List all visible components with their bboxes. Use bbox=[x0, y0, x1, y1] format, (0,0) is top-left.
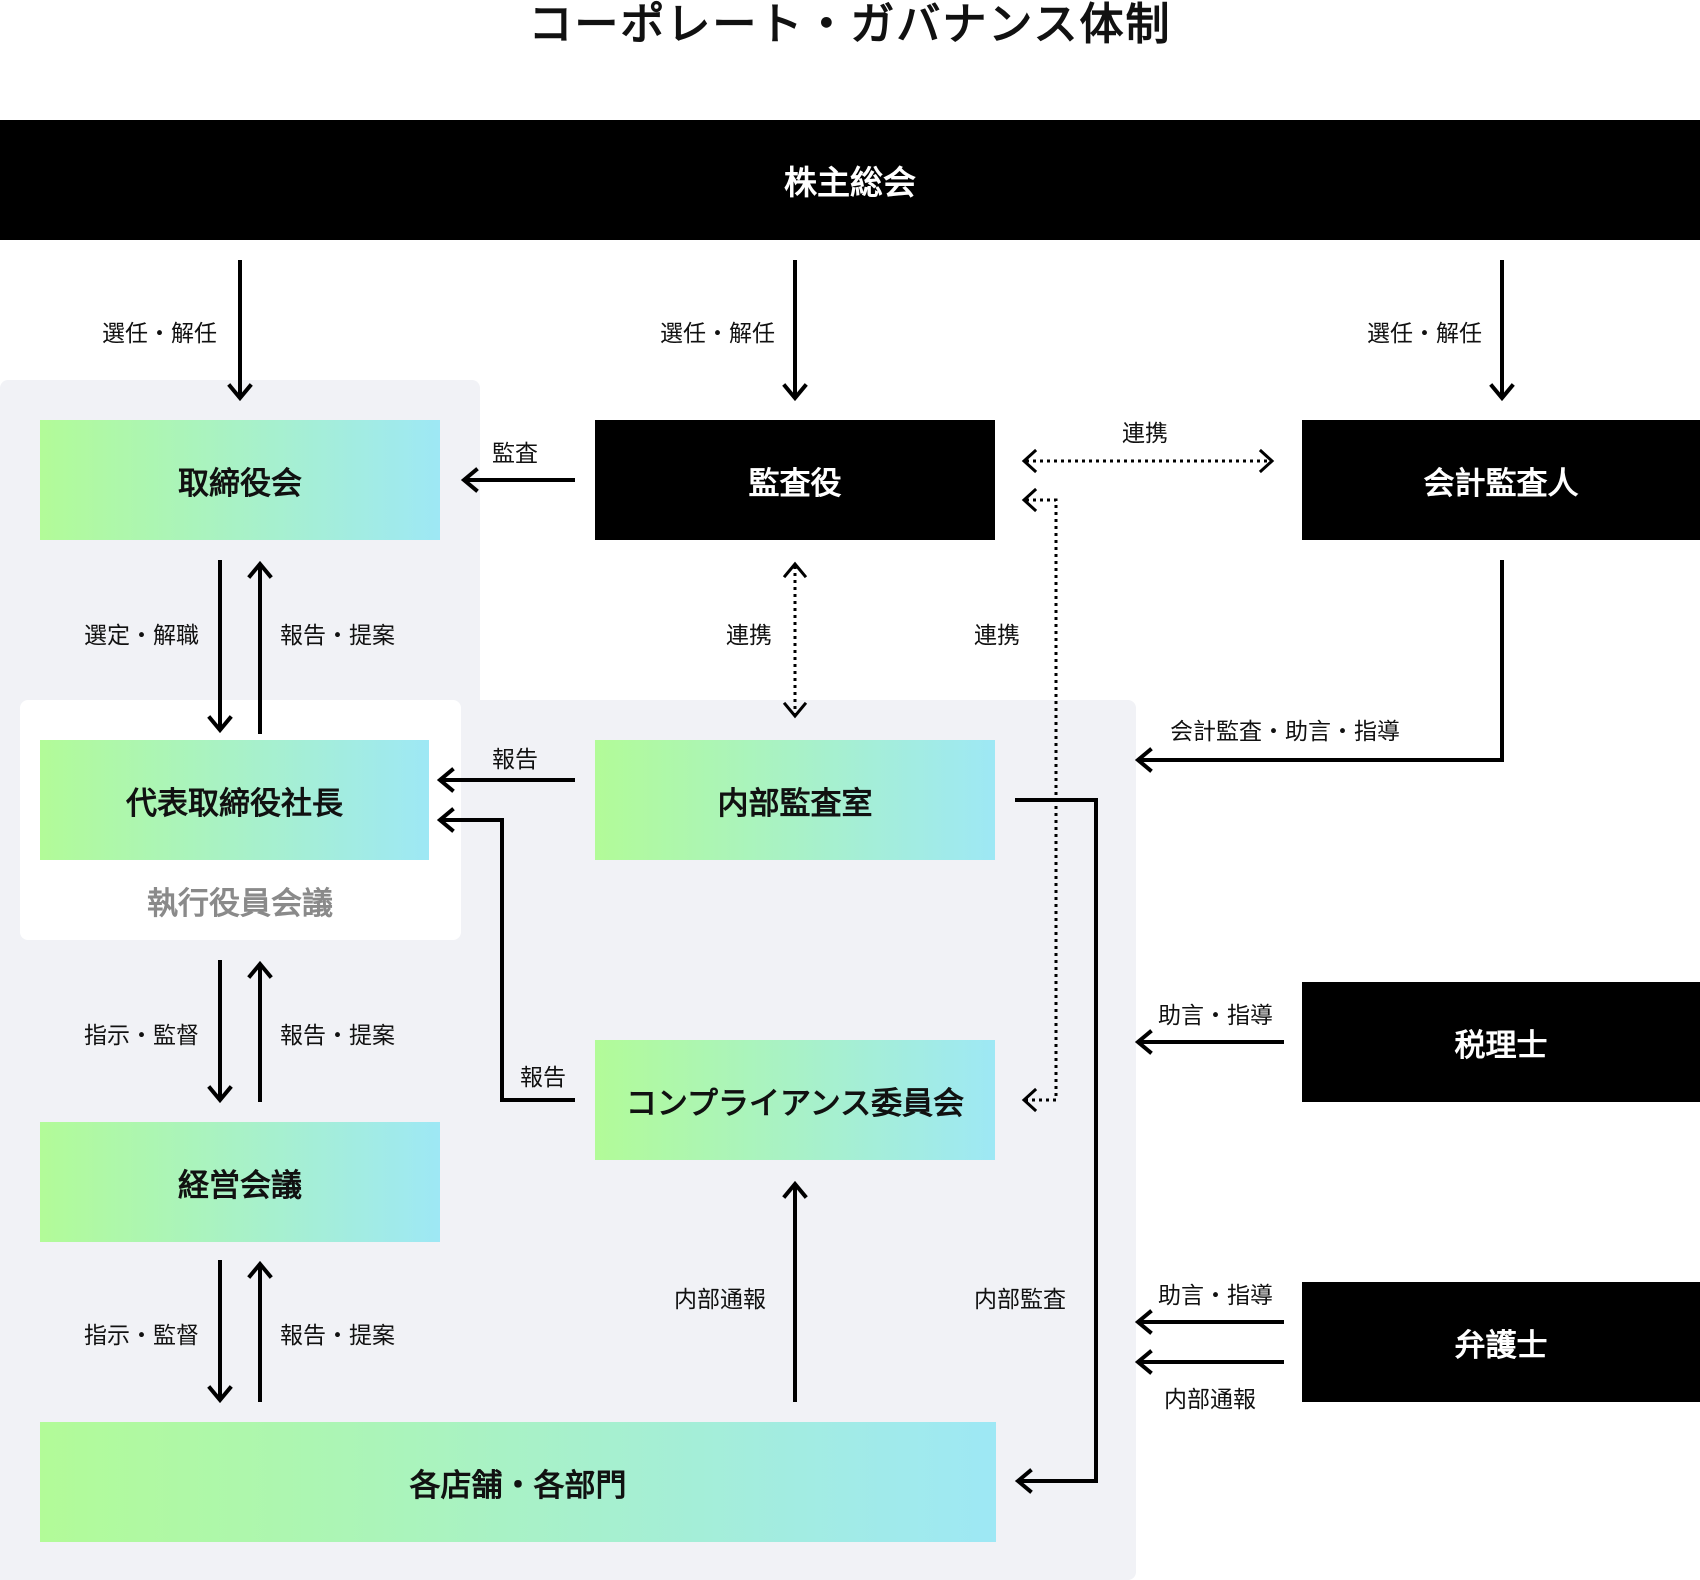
node-stores-label: 各店舗・各部門 bbox=[409, 1467, 627, 1504]
node-auditor-label: 監査役 bbox=[748, 465, 842, 502]
node-president-label: 代表取締役社長 bbox=[126, 785, 343, 822]
label-advice-1: 助言・指導 bbox=[1158, 1003, 1273, 1029]
label-whistle-2: 内部通報 bbox=[1164, 1387, 1256, 1413]
label-internal-audit: 内部監査 bbox=[974, 1287, 1066, 1313]
node-accounting-auditor: 会計監査人 bbox=[1302, 420, 1700, 540]
label-elect-accounting: 選任・解任 bbox=[1367, 321, 1482, 347]
label-elect-board: 選任・解任 bbox=[102, 321, 217, 347]
arrow-acct-advice bbox=[1138, 560, 1504, 762]
node-stores: 各店舗・各部門 bbox=[40, 1422, 996, 1542]
node-accounting-auditor-label: 会計監査人 bbox=[1423, 465, 1579, 502]
node-compliance: コンプライアンス委員会 bbox=[595, 1040, 995, 1160]
node-shareholders: 株主総会 bbox=[0, 120, 1700, 240]
node-shareholders-label: 株主総会 bbox=[784, 163, 916, 202]
node-management: 経営会議 bbox=[40, 1122, 440, 1242]
label-coop-mid: 連携 bbox=[726, 623, 772, 649]
label-report-1: 報告 bbox=[492, 747, 538, 773]
node-management-label: 経営会議 bbox=[178, 1167, 302, 1204]
label-advice-2: 助言・指導 bbox=[1158, 1283, 1273, 1309]
node-lawyer-label: 弁護士 bbox=[1454, 1327, 1548, 1364]
label-elect-auditor: 選任・解任 bbox=[660, 321, 775, 347]
label-report-2: 報告 bbox=[520, 1065, 566, 1091]
node-compliance-label: コンプライアンス委員会 bbox=[625, 1085, 965, 1122]
label-coop-right: 連携 bbox=[974, 623, 1020, 649]
page-title: コーポレート・ガバナンス体制 bbox=[528, 0, 1172, 50]
node-lawyer: 弁護士 bbox=[1302, 1282, 1700, 1402]
node-tax-accountant-label: 税理士 bbox=[1454, 1027, 1548, 1064]
node-president: 代表取締役社長 bbox=[40, 740, 429, 860]
node-board-label: 取締役会 bbox=[178, 465, 302, 502]
label-coop-top: 連携 bbox=[1122, 421, 1168, 447]
node-internal-audit: 内部監査室 bbox=[595, 740, 995, 860]
label-select: 選定・解職 bbox=[84, 623, 199, 649]
label-instruct-1: 指示・監督 bbox=[84, 1023, 199, 1049]
label-instruct-2: 指示・監督 bbox=[84, 1323, 199, 1349]
node-internal-audit-label: 内部監査室 bbox=[717, 785, 873, 822]
label-audit: 監査 bbox=[492, 441, 538, 467]
arrow-internal-audit bbox=[1015, 798, 1098, 1483]
label-acct-advice: 会計監査・助言・指導 bbox=[1170, 719, 1400, 745]
arrow-report-compliance bbox=[440, 818, 575, 1102]
label-report-propose-3: 報告・提案 bbox=[280, 1323, 395, 1349]
dotted-coop-right bbox=[1026, 498, 1058, 1102]
label-report-propose-2: 報告・提案 bbox=[280, 1023, 395, 1049]
node-auditor: 監査役 bbox=[595, 420, 995, 540]
label-report-propose-1: 報告・提案 bbox=[280, 623, 395, 649]
node-tax-accountant: 税理士 bbox=[1302, 982, 1700, 1102]
label-whistle-1: 内部通報 bbox=[674, 1287, 766, 1313]
exec-meeting-label: 執行役員会議 bbox=[147, 886, 333, 922]
node-board: 取締役会 bbox=[40, 420, 440, 540]
